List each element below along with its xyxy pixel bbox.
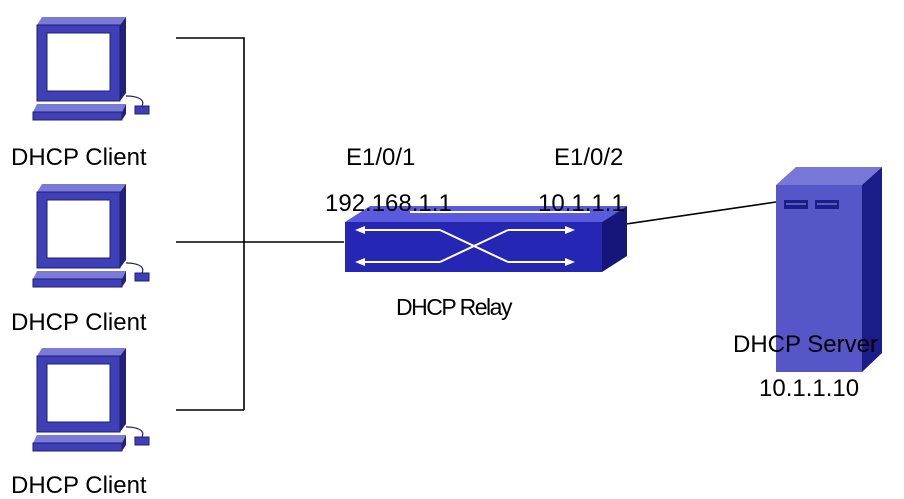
switch-icon [345,206,627,272]
port2-name: E1/0/2 [554,144,624,171]
client-label: DHCP Client [11,472,147,499]
link-client1 [176,37,245,410]
computer-icon [32,184,150,288]
client-label: DHCP Client [11,309,147,336]
port1-name: E1/0/1 [346,144,416,171]
server-icon [776,167,882,372]
server-ip: 10.1.1.10 [759,375,860,402]
port1-ip-clip: 192.168.1.1 [325,188,485,216]
computer-icon [32,348,150,452]
client-label: DHCP Client [11,144,147,171]
port2-ip: 10.1.1.1 [538,190,625,217]
relay-label: DHCP Relay [396,294,512,320]
link-server [625,201,777,225]
connection-lines [176,37,777,411]
server-ip-clip: 10.1.1.10 [759,372,889,401]
computer-icon [32,17,150,121]
server-label: DHCP Server [733,331,878,358]
client-computers [32,17,150,452]
port1-ip: 192.168.1.1 [325,190,452,217]
port2-ip-clip: 10.1.1.1 [538,188,658,216]
